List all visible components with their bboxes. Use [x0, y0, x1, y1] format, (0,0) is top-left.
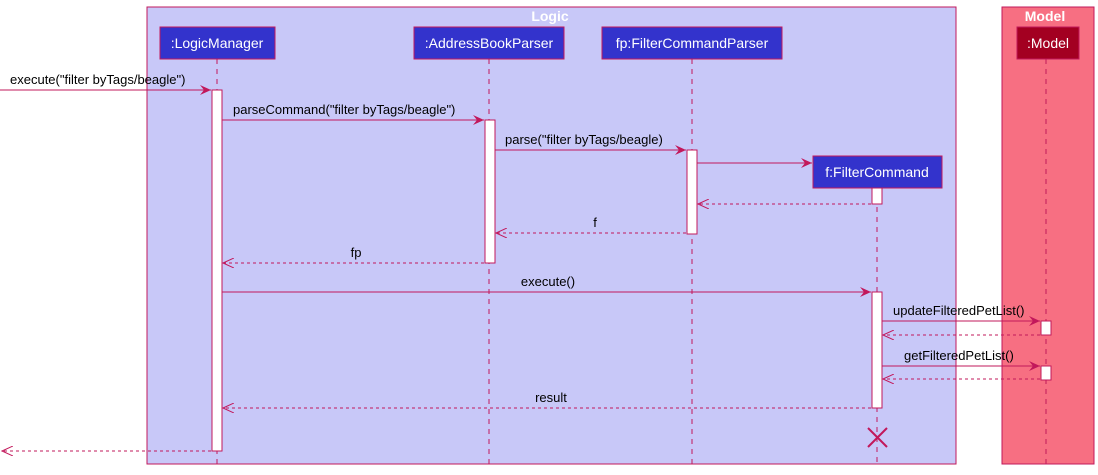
participant-address-book-parser — [413, 26, 565, 60]
model-group-title: Model — [1025, 8, 1065, 24]
participant-model — [1016, 26, 1080, 60]
message-label-parse: parse("filter byTags/beagle) — [505, 132, 663, 147]
message-label-execute-filter: execute("filter byTags/beagle") — [10, 72, 185, 87]
participant-model-label: :Model — [1027, 35, 1069, 51]
participant-filter-command-parser — [601, 26, 783, 60]
participant-filter-command-parser-label: fp:FilterCommandParser — [616, 35, 769, 51]
activation-model-2 — [1040, 365, 1052, 381]
activation-address-book-parser — [484, 119, 496, 264]
message-label-execute: execute() — [521, 274, 575, 289]
activation-model-1 — [1040, 320, 1052, 336]
message-label-update-filtered-pet-list: updateFilteredPetList() — [893, 303, 1025, 318]
participant-filter-command-label: f:FilterCommand — [825, 164, 928, 180]
activation-filter-command-parser — [686, 149, 698, 235]
activation-filter-command-exec — [871, 291, 883, 409]
return-label-fp: fp — [351, 245, 362, 260]
message-label-parse-command: parseCommand("filter byTags/beagle") — [233, 102, 455, 117]
message-label-get-filtered-pet-list: getFilteredPetList() — [904, 348, 1014, 363]
participant-filter-command — [812, 155, 943, 189]
participant-logic-manager-label: :LogicManager — [171, 35, 264, 51]
return-label-result: result — [535, 390, 567, 405]
participant-address-book-parser-label: :AddressBookParser — [425, 35, 554, 51]
destroy-cross-icon — [867, 427, 888, 448]
participant-logic-manager — [159, 26, 276, 60]
return-label-f: f — [593, 215, 597, 230]
logic-group-title: Logic — [531, 8, 569, 24]
activation-logic-manager — [211, 89, 223, 452]
logic-group-box — [146, 6, 957, 465]
model-group-box — [1001, 6, 1095, 465]
activation-filter-command-create — [871, 187, 883, 205]
